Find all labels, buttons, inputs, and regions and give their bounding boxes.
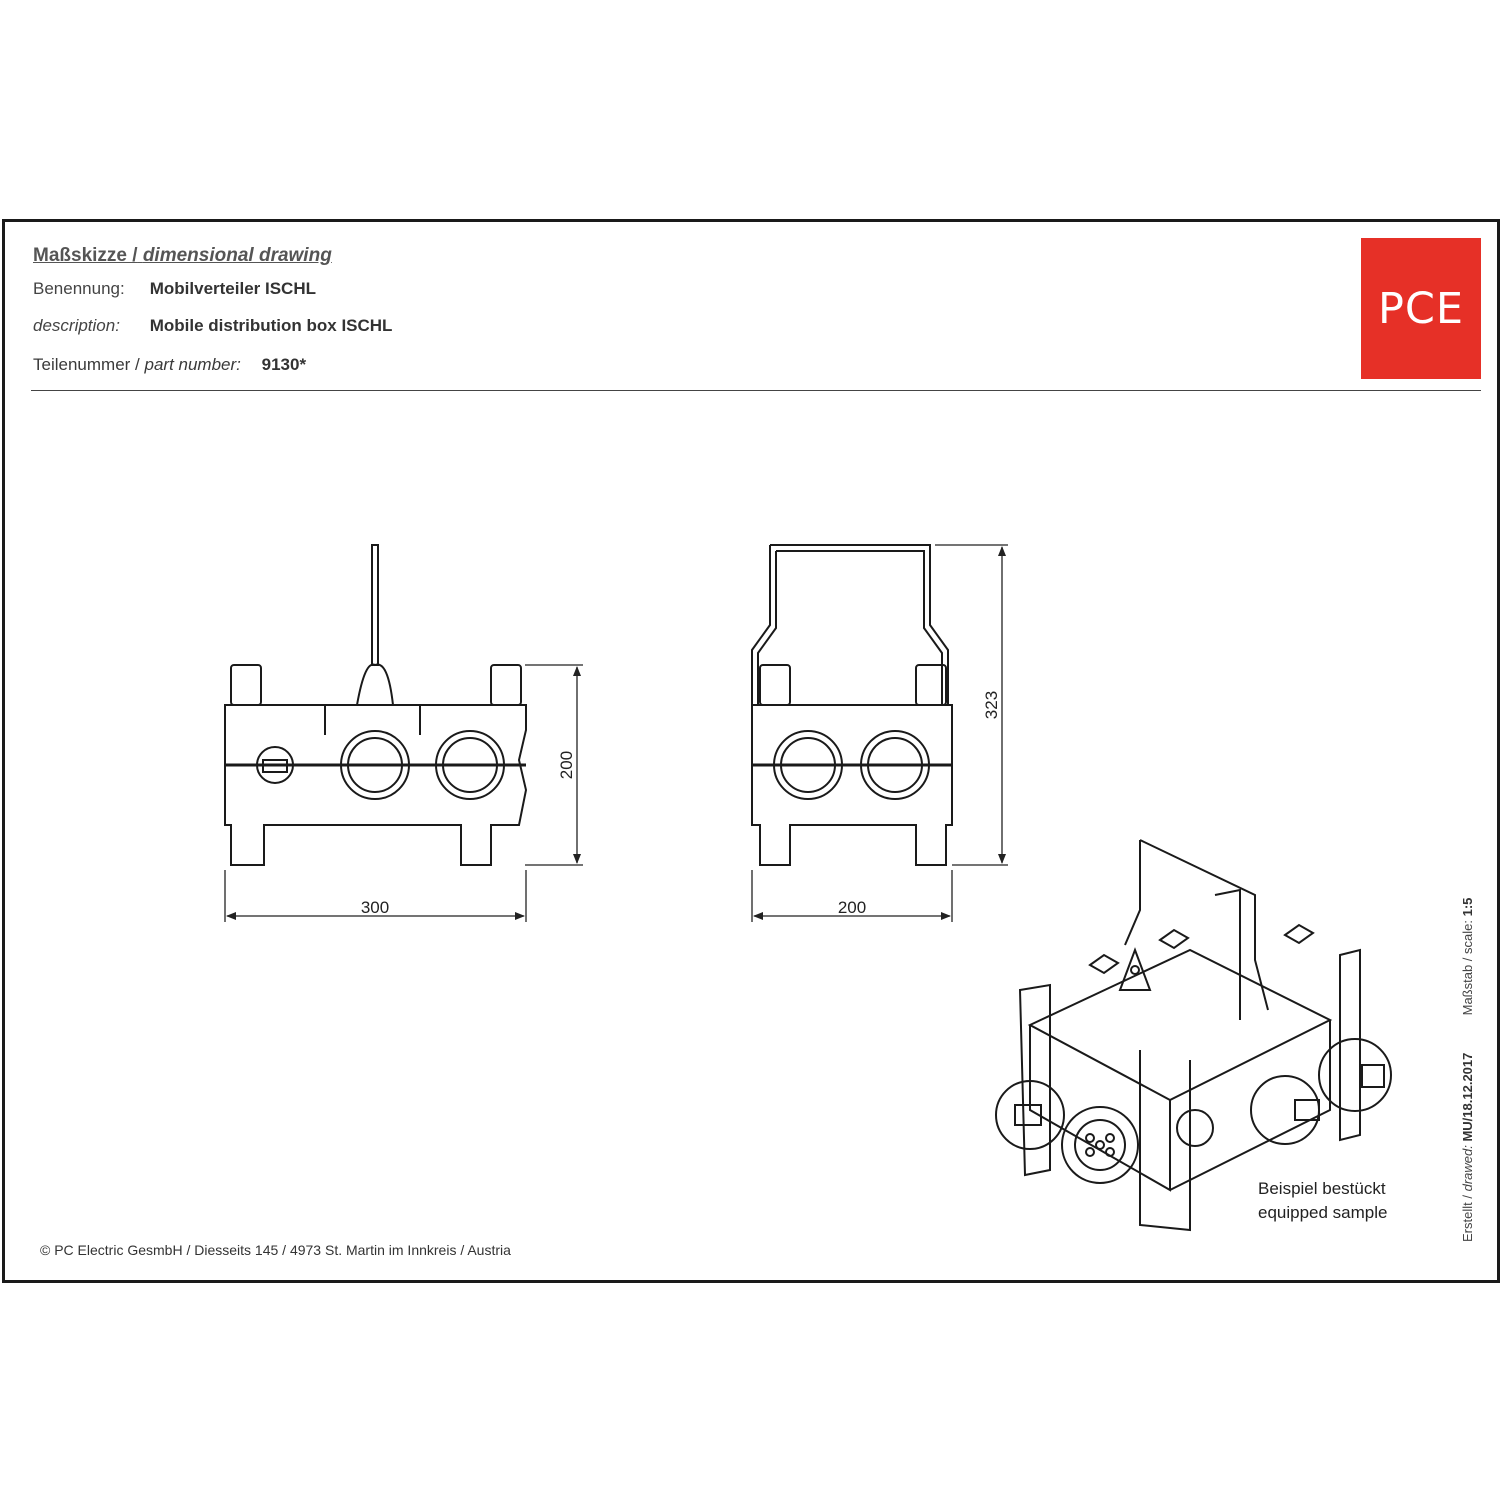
part-label-de: Teilenummer / (33, 355, 140, 374)
front-width-label: 300 (361, 898, 389, 917)
pce-logo: PCE (1361, 238, 1481, 379)
iso-socket-2 (1250, 1075, 1320, 1145)
name-row: Benennung: Mobilverteiler ISCHL (33, 279, 316, 299)
part-label-en: part number: (144, 355, 241, 374)
side-body (751, 704, 953, 866)
sample-caption: Beispiel bestückt equipped sample (1258, 1177, 1387, 1225)
iso-socket-3 (1318, 1038, 1392, 1112)
front-height-label: 200 (557, 751, 576, 779)
drawing-title: Maßskizze / dimensional drawing (33, 245, 332, 266)
front-socket-1 (340, 730, 410, 800)
side-left-foot-top (759, 664, 791, 706)
front-view (224, 544, 528, 866)
front-right-foot-top (490, 664, 522, 706)
iso-front-right-face (1169, 1020, 1331, 1191)
description-label: description: (33, 316, 120, 335)
iso-handle (1124, 839, 1269, 1011)
front-left-foot-top (230, 664, 262, 706)
front-handle (371, 544, 379, 666)
isometric-sample (995, 839, 1392, 1232)
front-lock (256, 746, 294, 784)
name-value: Mobilverteiler ISCHL (149, 279, 316, 298)
iso-socket-1 (995, 1080, 1065, 1150)
iso-right-foot (1339, 948, 1361, 1142)
copyright: © PC Electric GesmbH / Diesseits 145 / 4… (40, 1242, 511, 1258)
part-number-row: Teilenummer / part number: 9130* (33, 355, 306, 375)
iso-top (1027, 948, 1333, 1102)
iso-left-foot (1018, 983, 1051, 1177)
name-label: Benennung: (33, 279, 125, 298)
front-socket-2 (435, 730, 505, 800)
description-row: description: Mobile distribution box ISC… (33, 316, 392, 336)
header-divider (31, 390, 1481, 391)
part-number-value: 9130* (261, 355, 307, 374)
iso-lock (1176, 1109, 1214, 1147)
description-value: Mobile distribution box ISCHL (149, 316, 393, 335)
sample-caption-en: equipped sample (1258, 1203, 1388, 1222)
side-height-label: 323 (982, 691, 1001, 719)
front-body (224, 704, 528, 866)
side-socket-2 (860, 730, 930, 800)
iso-plug (1061, 1106, 1139, 1184)
dimension-lines (224, 544, 1008, 922)
side-width-label: 200 (838, 898, 866, 917)
sample-caption-de: Beispiel bestückt (1258, 1179, 1386, 1198)
side-view (751, 544, 953, 866)
side-socket-1 (773, 730, 843, 800)
side-handle (751, 544, 949, 705)
